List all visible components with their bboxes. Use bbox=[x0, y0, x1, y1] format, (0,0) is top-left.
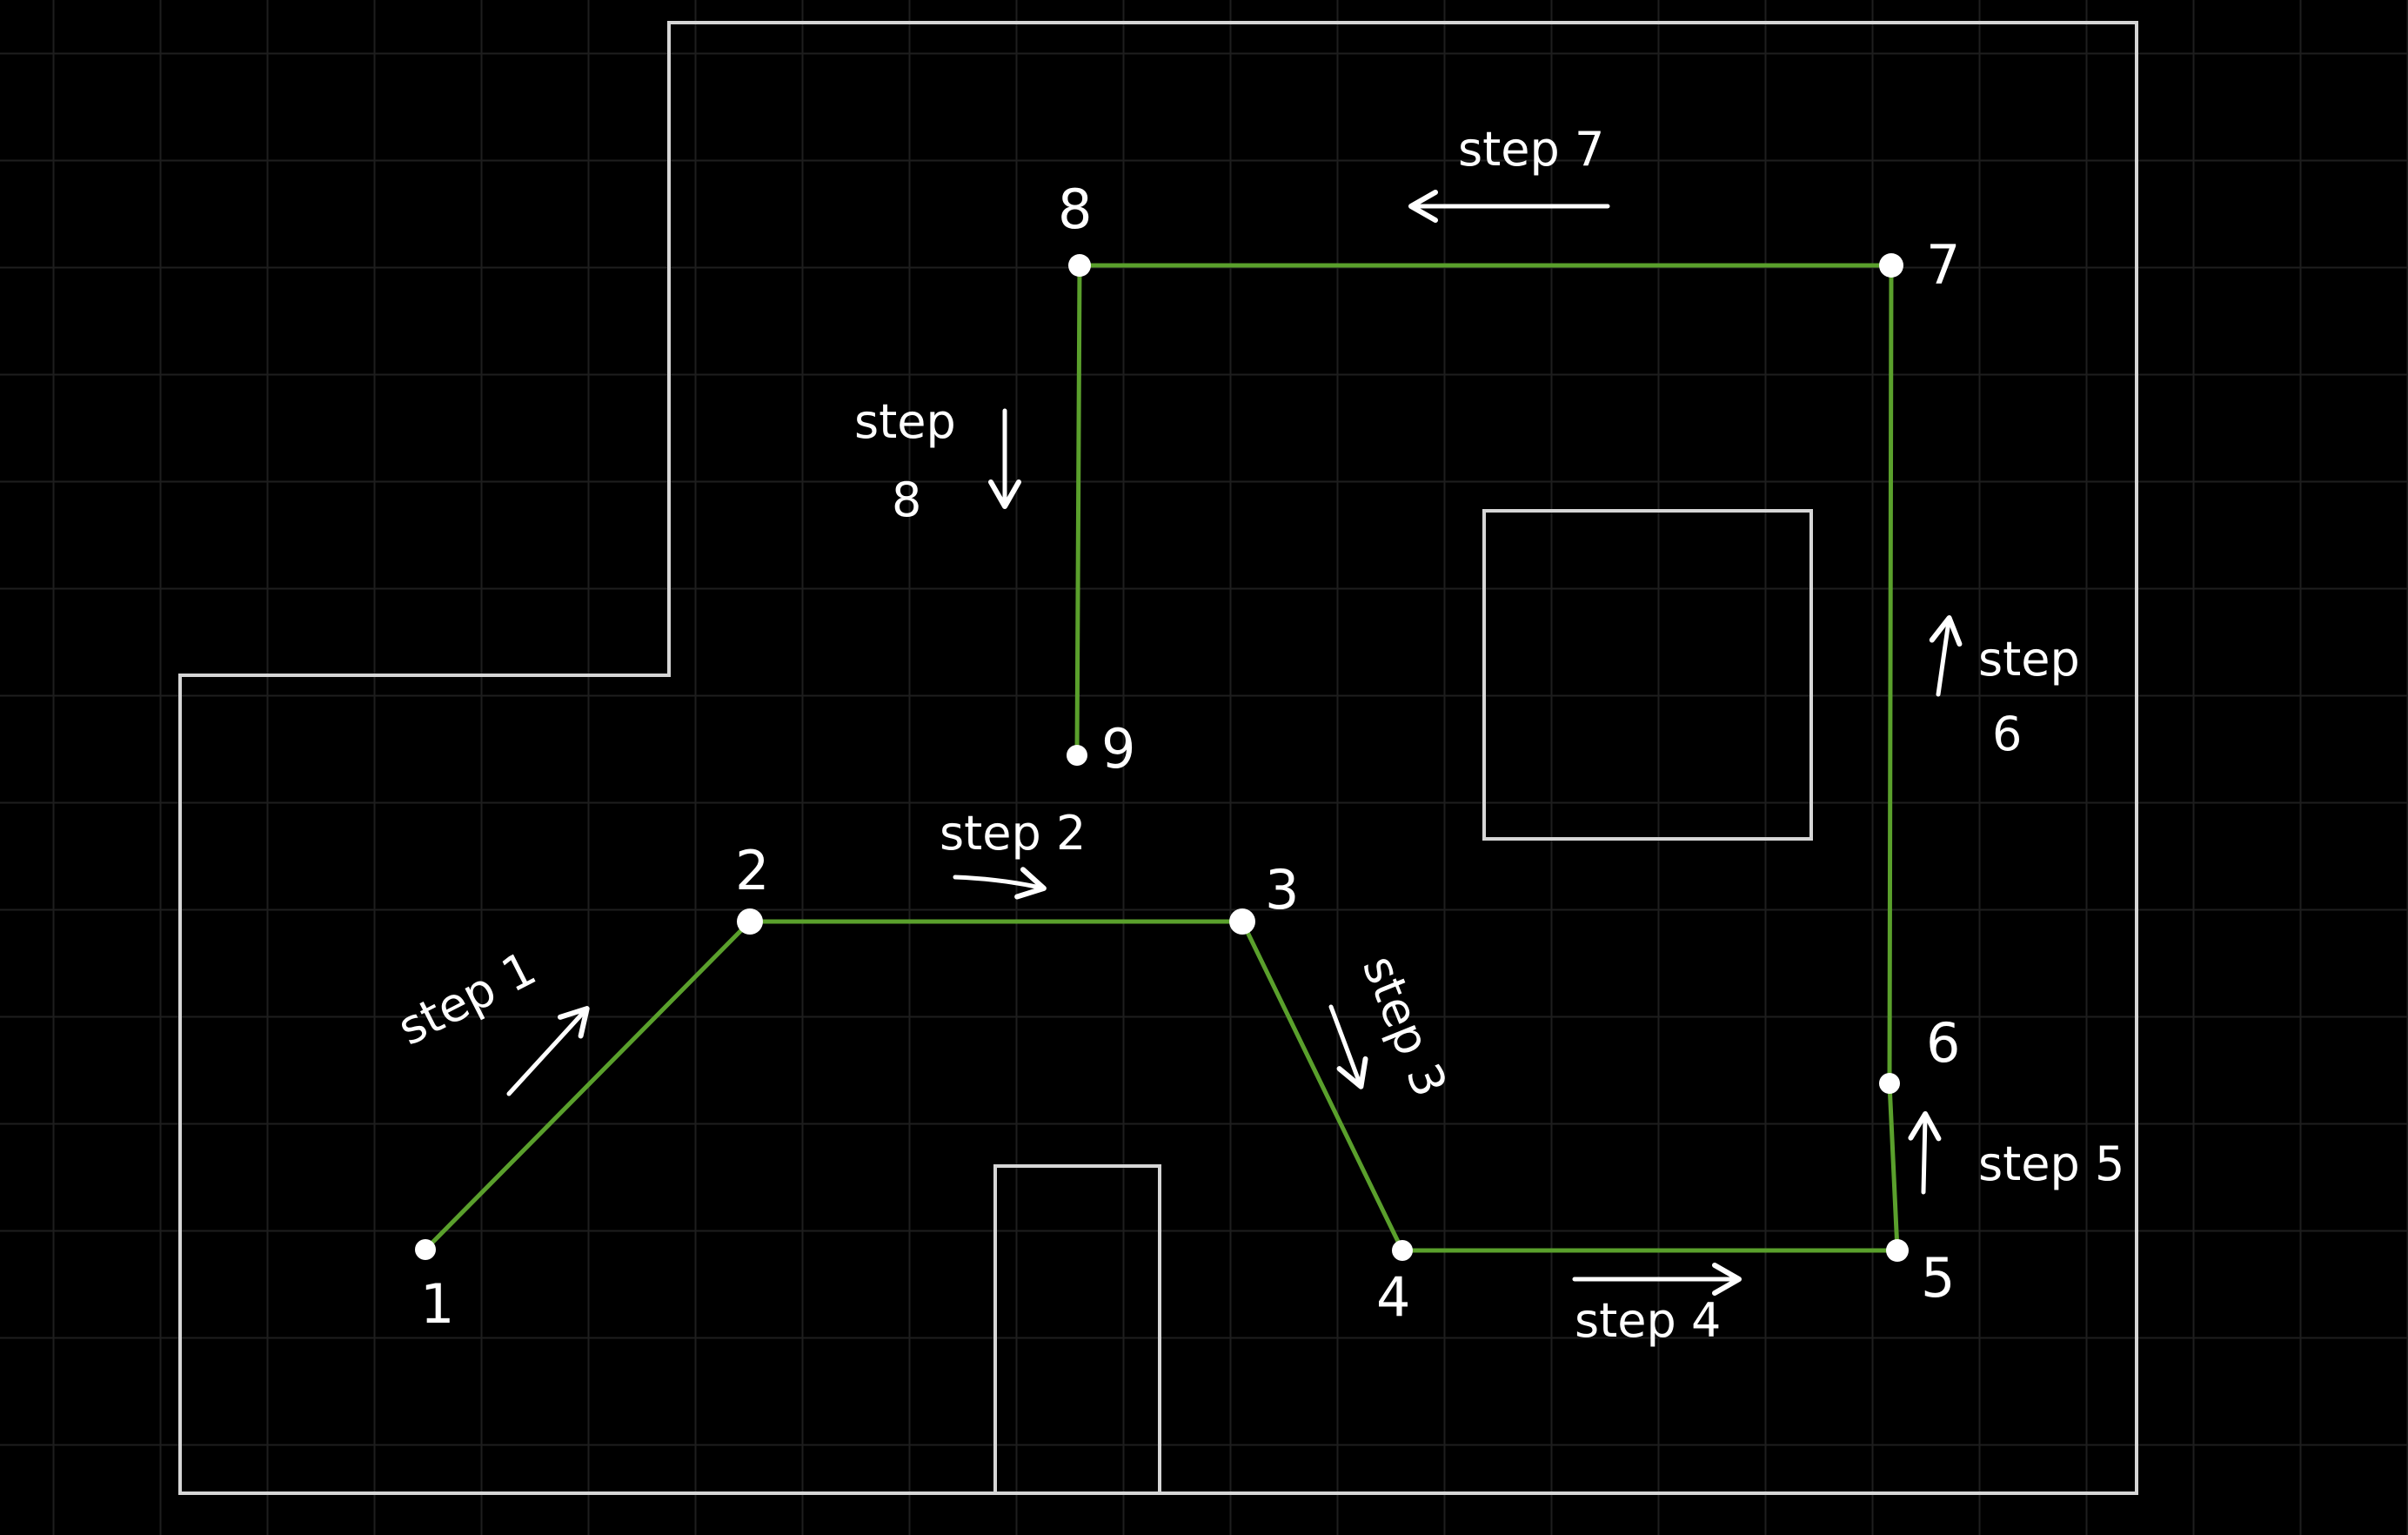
step-5-label: step 5 bbox=[1978, 1136, 2124, 1191]
waypoint-label-9: 9 bbox=[1101, 717, 1135, 781]
inner-obstacle-square bbox=[1482, 509, 1813, 841]
waypoint-label-2: 2 bbox=[735, 839, 769, 902]
doorway bbox=[993, 1164, 1161, 1493]
step-8-label-word: step bbox=[854, 394, 956, 449]
waypoints bbox=[415, 253, 1909, 1262]
waypoint-label-7: 7 bbox=[1926, 233, 1960, 297]
waypoint-5-dot bbox=[1886, 1239, 1909, 1262]
waypoint-label-1: 1 bbox=[420, 1272, 454, 1336]
waypoint-9-dot bbox=[1067, 745, 1087, 766]
step-2-label: step 2 bbox=[940, 806, 1086, 861]
step-8-label-number: 8 bbox=[892, 473, 921, 527]
waypoint-label-3: 3 bbox=[1265, 858, 1299, 922]
waypoint-label-6: 6 bbox=[1926, 1011, 1960, 1075]
step-6-label-number: 6 bbox=[1992, 707, 2022, 761]
robot-path bbox=[424, 263, 1900, 1253]
step-6-arrow bbox=[1929, 615, 1963, 697]
step-1-arrow bbox=[506, 1006, 590, 1096]
waypoint-label-5: 5 bbox=[1921, 1246, 1955, 1310]
waypoint-8-dot bbox=[1068, 254, 1091, 277]
waypoint-6-dot bbox=[1879, 1073, 1900, 1094]
outer-wall bbox=[178, 21, 2138, 1495]
waypoint-labels: 1 2 3 4 5 6 7 8 9 bbox=[420, 178, 1960, 1336]
step-5-arrow bbox=[1908, 1111, 1942, 1195]
step-3-arrow bbox=[1328, 1004, 1368, 1089]
walls bbox=[178, 21, 2138, 1495]
step-3-label: step 3 bbox=[1352, 948, 1457, 1104]
waypoint-label-4: 4 bbox=[1376, 1265, 1410, 1329]
step-1-label: step 1 bbox=[389, 941, 545, 1056]
waypoint-2-dot bbox=[737, 908, 763, 935]
waypoint-4-dot bbox=[1392, 1240, 1413, 1261]
step-6-label-word: step bbox=[1978, 632, 2080, 687]
step-4-label: step 4 bbox=[1575, 1293, 1721, 1348]
step-7-label: step 7 bbox=[1458, 122, 1604, 177]
waypoint-1-dot bbox=[415, 1239, 436, 1260]
waypoint-7-dot bbox=[1879, 253, 1903, 278]
waypoint-label-8: 8 bbox=[1058, 178, 1092, 241]
step-annotations: step 1 step 2 step 3 step 4 step 5 step … bbox=[389, 122, 2124, 1348]
waypoint-3-dot bbox=[1229, 908, 1255, 935]
step-2-arrow bbox=[953, 867, 1047, 900]
